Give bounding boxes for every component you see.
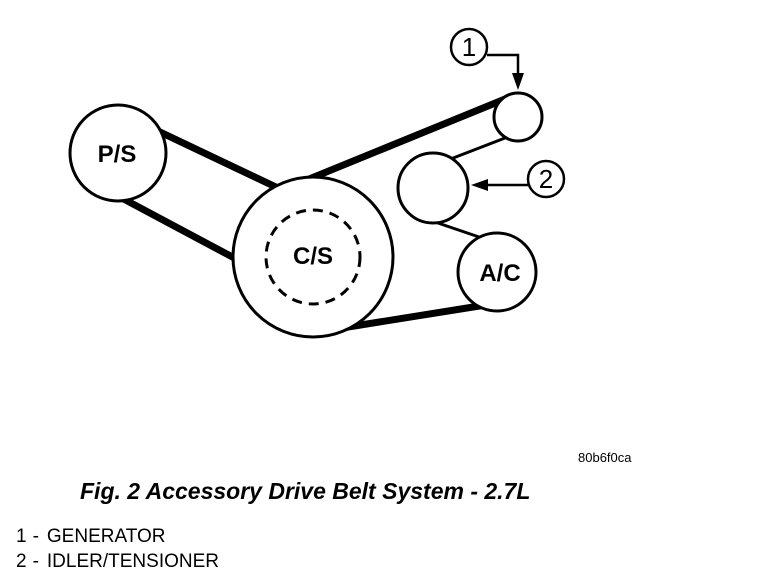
legend-separator: - <box>32 551 39 572</box>
drive-belt-thin <box>433 136 507 240</box>
crankshaft-hub-dashed <box>264 208 362 306</box>
legend-item-part: IDLER/TENSIONER <box>46 551 219 572</box>
callout-2-arrowhead <box>471 179 488 191</box>
parts-legend: 1-GENERATOR 2-IDLER/TENSIONER <box>16 524 219 572</box>
callout-2-circle <box>526 159 566 199</box>
legend-item-number: 2 <box>16 551 27 572</box>
crankshaft-pulley <box>231 175 395 339</box>
legend-separator: - <box>32 526 39 547</box>
callout-2-number: 2 <box>539 164 553 194</box>
callout-1-leader <box>487 53 520 76</box>
callout-1-circle <box>449 27 489 67</box>
ps-pulley-label: P/S <box>98 141 137 168</box>
generator-pulley <box>492 91 544 143</box>
ac-pulley-label: A/C <box>479 260 520 287</box>
figure-reference-code: 80b6f0ca <box>578 450 632 465</box>
callout-1-number: 1 <box>462 32 476 62</box>
belt-segment-ac-to-cs <box>338 300 496 332</box>
idler-tensioner-pulley <box>396 151 470 225</box>
belt-segment-cs-to-generator <box>288 93 514 190</box>
ac-compressor-pulley <box>456 231 538 313</box>
callout-1: 1 <box>449 27 524 90</box>
callout-2: 2 <box>471 159 566 199</box>
legend-item-part: GENERATOR <box>46 526 166 547</box>
cs-pulley-label: C/S <box>293 243 333 270</box>
legend-item-idler-tensioner: 2-IDLER/TENSIONER <box>16 549 219 572</box>
legend-item-number: 1 <box>16 526 27 547</box>
belt-segment-idler-to-ac <box>433 220 484 240</box>
belt-segment-generator-to-idler <box>446 136 507 162</box>
callout-1-arrowhead <box>512 73 524 90</box>
figure-caption: Fig. 2 Accessory Drive Belt System - 2.7… <box>80 478 531 504</box>
power-steering-pulley <box>68 103 168 203</box>
legend-item-generator: 1-GENERATOR <box>16 524 219 549</box>
